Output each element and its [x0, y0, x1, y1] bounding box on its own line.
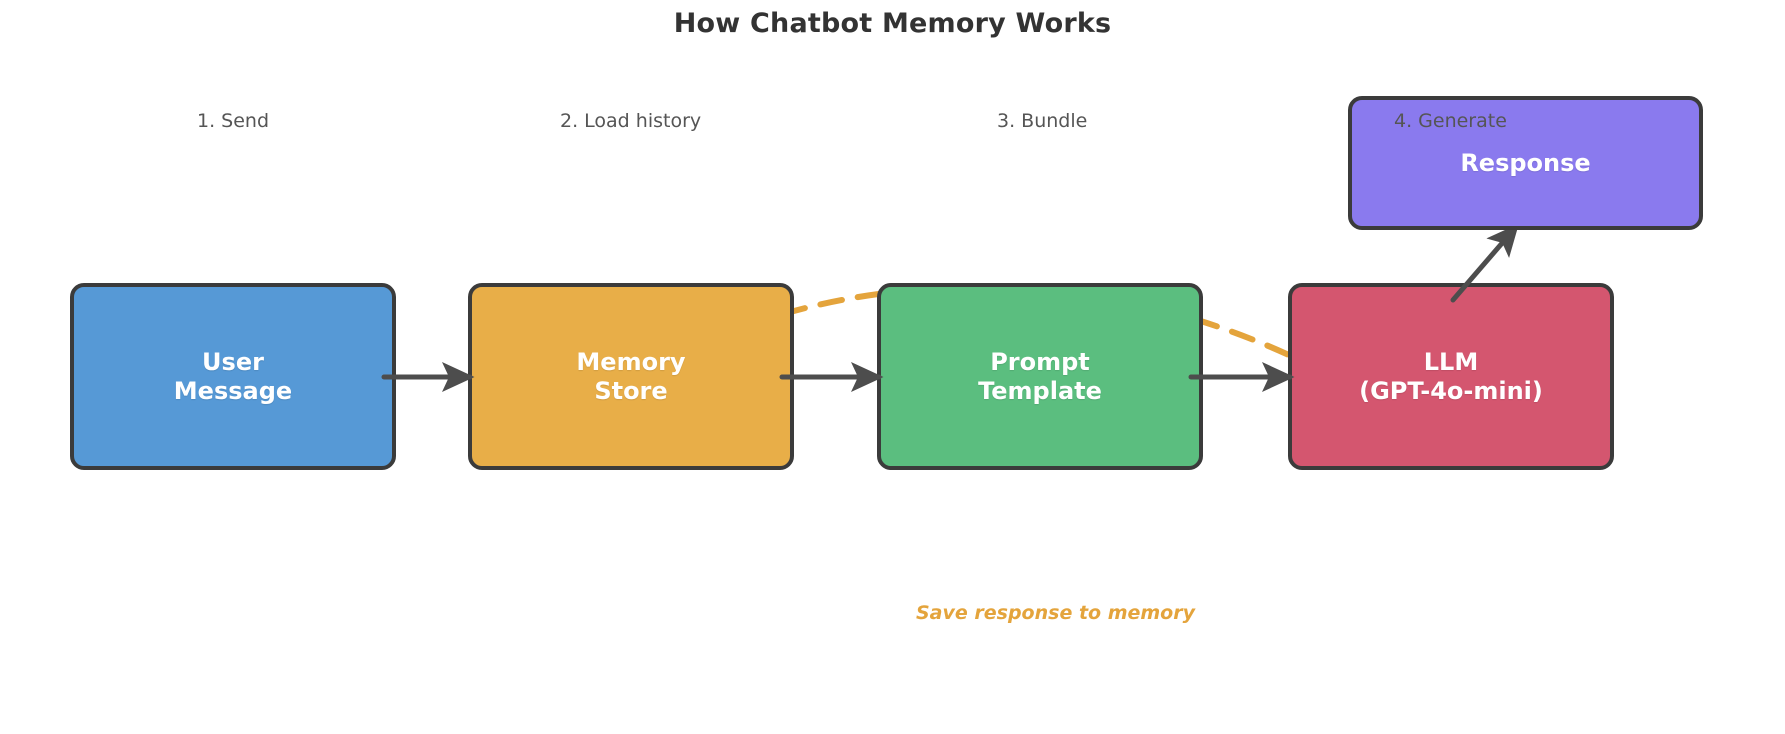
- node-response-label: Response: [1460, 148, 1591, 177]
- node-prompt-template-label: Prompt Template: [978, 348, 1102, 405]
- step-caption-generate: 4. Generate: [1394, 110, 1507, 132]
- edge-llm-to-response: [1450, 223, 1519, 303]
- edge-label-save-response-to-memory: Save response to memory: [916, 602, 1195, 624]
- step-caption-load-history: 2. Load history: [560, 110, 702, 132]
- node-memory-store-label: Memory Store: [576, 348, 686, 405]
- node-user-message[interactable]: User Message: [70, 283, 396, 470]
- node-prompt-template[interactable]: Prompt Template: [877, 283, 1203, 470]
- node-llm[interactable]: LLM (GPT-4o-mini): [1288, 283, 1614, 470]
- node-user-message-label: User Message: [173, 348, 293, 405]
- page-title: How Chatbot Memory Works: [673, 8, 1112, 39]
- node-response[interactable]: Response: [1348, 96, 1703, 230]
- step-caption-bundle: 3. Bundle: [997, 110, 1088, 132]
- step-caption-send: 1. Send: [197, 110, 270, 132]
- node-llm-label: LLM (GPT-4o-mini): [1359, 348, 1543, 405]
